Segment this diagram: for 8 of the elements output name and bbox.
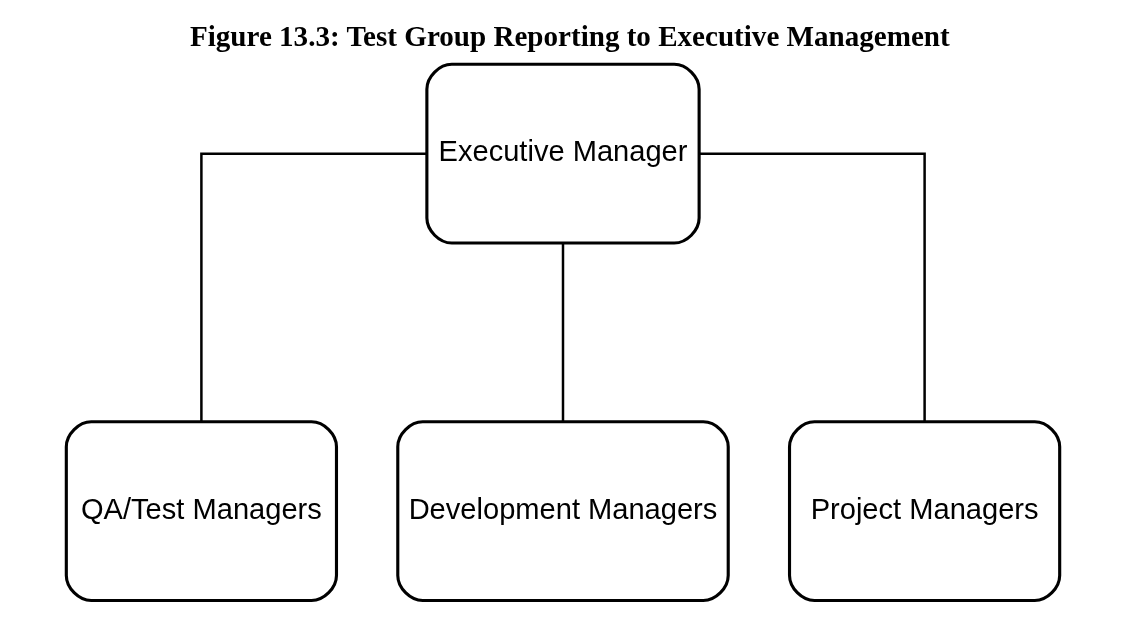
node-box: Development Managers <box>396 420 730 603</box>
connector <box>200 152 427 421</box>
connector <box>561 243 565 422</box>
connector <box>699 152 926 421</box>
node-box: QA/Test Managers <box>64 420 339 603</box>
diagram-title: Figure 13.3: Test Group Reporting to Executive Management <box>189 20 950 53</box>
node-box: Executive Manager <box>425 62 701 245</box>
node-box: Project Managers <box>787 420 1062 603</box>
